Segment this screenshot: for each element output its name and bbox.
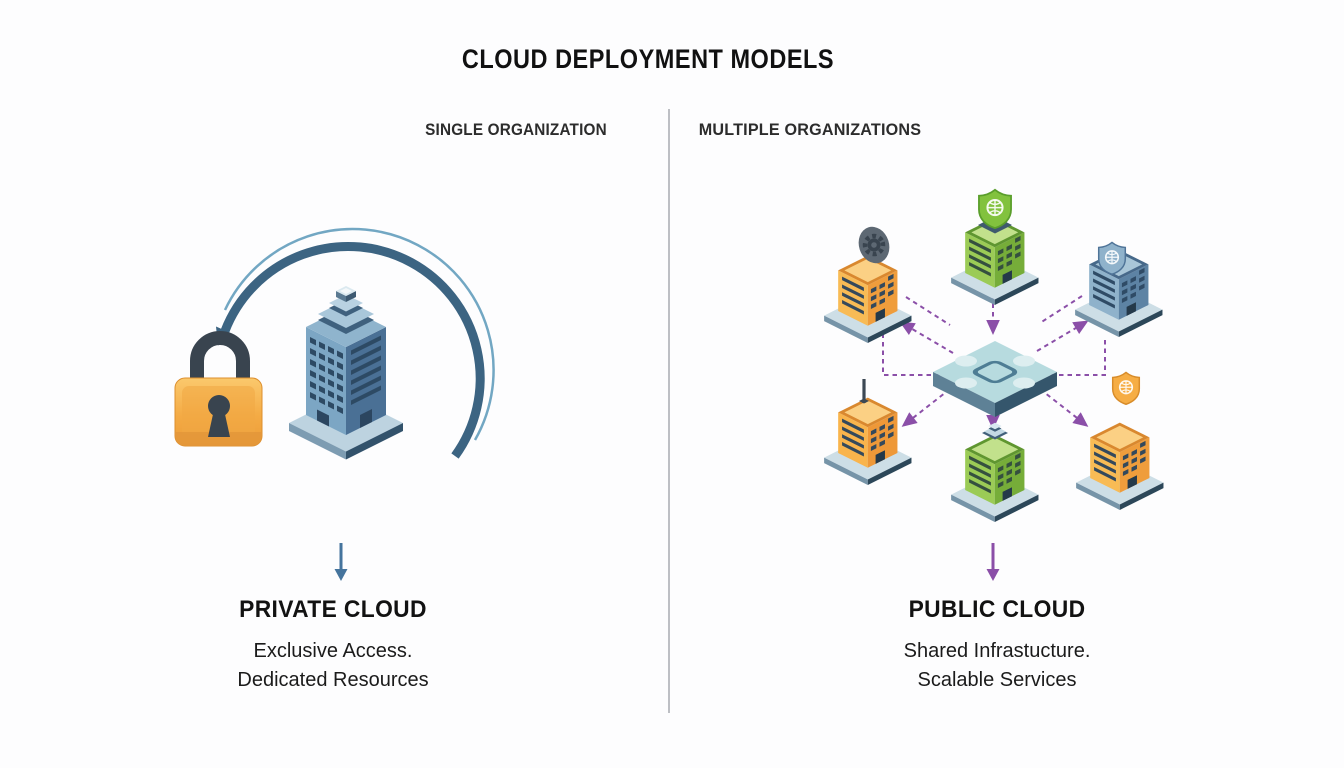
private-cloud-subtitle: Exclusive Access. Dedicated Resources [183,637,483,695]
shield-icon [1097,241,1127,275]
building-shield-orange-icon [1076,371,1164,510]
private-cloud-label: PRIVATE CLOUD [239,596,427,623]
gear-icon [858,226,890,264]
column-header-single-organization: SINGLE ORGANIZATION [425,120,607,139]
down-arrow-icon [334,543,348,581]
private-cloud-subtitle-line2: Dedicated Resources [237,669,429,691]
column-divider [668,109,670,713]
building-rooftop-icon [951,422,1039,522]
public-cloud-subtitle-line2: Scalable Services [917,669,1077,691]
public-cloud-subtitle: Shared Infrastucture. Scalable Services [847,637,1147,695]
shield-icon [1111,371,1141,405]
down-arrow-icon [986,543,1000,581]
building-gear-icon [824,226,912,343]
hub-platform-icon [933,341,1057,417]
public-cloud-label: PUBLIC CLOUD [908,596,1086,623]
building-shield-blue-icon [1075,241,1163,337]
building-antenna-icon [824,379,912,485]
building-shield-green-icon [951,188,1039,305]
shield-globe-icon [977,188,1013,229]
private-cloud-subtitle-line1: Exclusive Access. [253,640,413,662]
public-cloud-illustration [824,188,1164,581]
private-cloud-illustration [174,227,495,581]
padlock-icon [174,331,263,447]
page-title: CLOUD DEPLOYMENT MODELS [461,44,835,74]
dashed-connector-icon [882,295,1106,430]
column-header-multiple-organizations: MULTIPLE ORGANIZATIONS [698,120,922,139]
rooftop-unit-icon [982,422,1008,440]
office-building-icon [289,286,403,460]
public-cloud-subtitle-line1: Shared Infrastucture. [903,640,1091,662]
